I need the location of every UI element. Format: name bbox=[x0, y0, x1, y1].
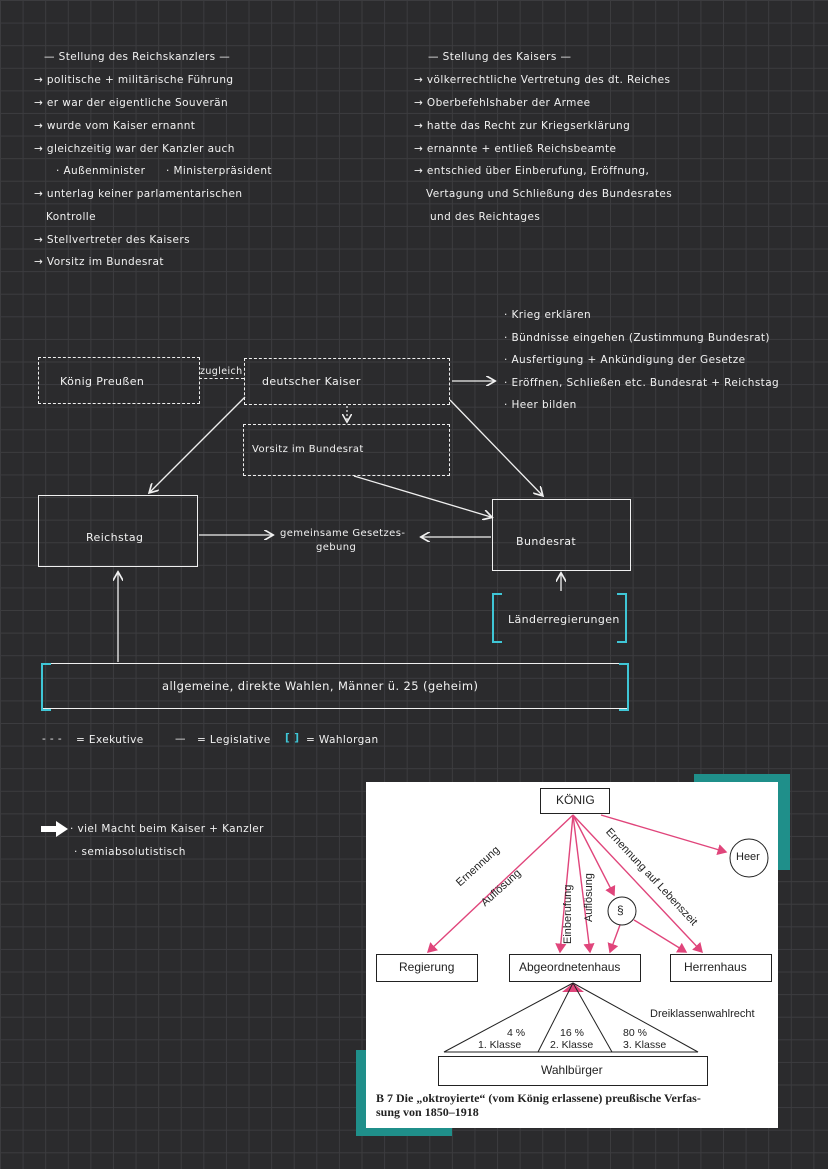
wahlbuerger-box bbox=[438, 1056, 708, 1086]
legend-solid-symbol: — bbox=[175, 733, 186, 745]
note-line: → Stellvertreter des Kaisers bbox=[34, 234, 191, 246]
arrow-kaiser-to-bundesrat bbox=[449, 399, 542, 495]
note-line: Kontrolle bbox=[46, 211, 96, 223]
koenig-preussen-label: König Preußen bbox=[60, 375, 145, 388]
bundesrat-box bbox=[492, 499, 631, 571]
arrow-koenig-abgeordnetenhaus-2 bbox=[572, 814, 595, 954]
abgeordnetenhaus-label: Abgeordnetenhaus bbox=[519, 960, 621, 974]
arrow-vorsitz-to-bundesrat bbox=[353, 475, 491, 517]
abgeordnetenhaus-box bbox=[509, 954, 641, 982]
herrenhaus-box bbox=[670, 954, 772, 982]
note-line: · Ministerpräsident bbox=[166, 165, 272, 177]
note-line: → ernannte + entließ Reichsbeamte bbox=[414, 143, 617, 155]
figure-caption-line-1: B 7 Die „oktroyierte“ (vom König erlasse… bbox=[376, 1091, 701, 1105]
paragraph-circle bbox=[607, 896, 637, 926]
paragraph-label: § bbox=[617, 903, 624, 917]
arrow-koenig-paragraph bbox=[572, 814, 616, 897]
power-item: · Krieg erklären bbox=[504, 309, 592, 321]
conclusion-line-2: · semiabsolutistisch bbox=[74, 846, 186, 858]
koenig-preussen-box bbox=[38, 357, 200, 404]
figure-arrows bbox=[426, 814, 769, 1053]
reichstag-box bbox=[38, 495, 198, 567]
dreiklassen-label: Dreiklassenwahlrecht bbox=[650, 1008, 755, 1020]
power-item: · Eröffnen, Schließen etc. Bundesrat + R… bbox=[504, 377, 780, 389]
vorsitz-label: Vorsitz im Bundesrat bbox=[252, 444, 364, 455]
arrow-paragraph-abgeordnetenhaus bbox=[607, 924, 621, 954]
note-line: · Außenminister bbox=[56, 165, 146, 177]
klasse-1-pct: 4 % bbox=[507, 1027, 526, 1039]
aufloesung-mid-label: Auflösung bbox=[583, 873, 595, 922]
legend-wahlorgan: = Wahlorgan bbox=[306, 734, 379, 746]
laenderregierungen-label: Länderregierungen bbox=[508, 613, 620, 626]
note-line: → gleichzeitig war der Kanzler auch bbox=[34, 143, 235, 155]
diagram-arrows bbox=[0, 0, 828, 662]
legend-legislative: = Legislative bbox=[197, 734, 271, 746]
arrow-koenig-regierung bbox=[426, 814, 574, 953]
note-line: → politische + militärische Führung bbox=[34, 74, 234, 86]
bold-arrow-icon bbox=[41, 821, 68, 837]
note-line: → Oberbefehlshaber der Armee bbox=[414, 97, 591, 109]
koenig-label: KÖNIG bbox=[556, 793, 595, 807]
arrow-paragraph-herrenhaus bbox=[633, 919, 688, 953]
zugleich-label: zugleich bbox=[200, 366, 243, 377]
note-line: → unterlag keiner parlamentarischen bbox=[34, 188, 243, 200]
note-line: und des Reichtages bbox=[430, 211, 541, 223]
note-line: → hatte das Recht zur Kriegserklärung bbox=[414, 120, 631, 132]
note-line: → entschied über Einberufung, Eröffnung, bbox=[414, 165, 650, 177]
legend-dash-symbol: - - - bbox=[42, 733, 63, 745]
note-line: Vertagung und Schließung des Bundesrates bbox=[426, 188, 673, 200]
deutscher-kaiser-label: deutscher Kaiser bbox=[262, 375, 361, 388]
klasse-3-label: 3. Klasse bbox=[623, 1039, 667, 1051]
wahlen-label: allgemeine, direkte Wahlen, Männer ü. 25… bbox=[162, 679, 479, 693]
power-item: · Ausfertigung + Ankündigung der Gesetze bbox=[504, 354, 746, 366]
power-item: · Heer bilden bbox=[504, 399, 577, 411]
legend-exekutive: = Exekutive bbox=[76, 734, 144, 746]
zugleich-connector bbox=[199, 378, 244, 379]
regierung-label: Regierung bbox=[399, 960, 455, 974]
einberufung-label: Einberufung bbox=[562, 884, 574, 944]
heer-label: Heer bbox=[736, 851, 760, 863]
gesetzgebung-label-2: gebung bbox=[316, 542, 357, 553]
power-item: · Bündnisse eingehen (Zustimmung Bundesr… bbox=[504, 332, 770, 344]
klasse-1-label: 1. Klasse bbox=[478, 1039, 522, 1051]
regierung-box bbox=[376, 954, 478, 982]
legend-bracket-symbol: [ ] bbox=[285, 732, 300, 744]
arrow-koenig-heer bbox=[600, 814, 728, 855]
note-line: → er war der eigentliche Souverän bbox=[34, 97, 229, 109]
kaiser-heading: — Stellung des Kaisers — bbox=[428, 51, 572, 63]
vorsitz-box bbox=[243, 424, 450, 476]
gesetzgebung-label-1: gemeinsame Gesetzes- bbox=[280, 528, 406, 539]
textbook-figure: KÖNIG Heer § Ernennung Auflösung Einberu… bbox=[366, 782, 778, 1128]
klasse-3-pct: 80 % bbox=[623, 1027, 647, 1039]
arrow-koenig-abgeordnetenhaus-1 bbox=[555, 814, 574, 954]
reichstag-label: Reichstag bbox=[86, 531, 144, 544]
koenig-box bbox=[540, 788, 610, 814]
election-triangle-tip bbox=[562, 983, 584, 992]
arrow-koenig-herrenhaus bbox=[572, 814, 703, 954]
figure-caption-line-2: sung von 1850–1918 bbox=[376, 1105, 479, 1119]
deutscher-kaiser-box bbox=[244, 358, 450, 405]
reichskanzler-heading: — Stellung des Reichskanzlers — bbox=[44, 51, 231, 63]
election-triangle bbox=[443, 982, 699, 1053]
arrow-kaiser-to-reichstag bbox=[150, 396, 246, 492]
note-line: → völkerrechtliche Vertretung des dt. Re… bbox=[414, 74, 671, 86]
note-line: → Vorsitz im Bundesrat bbox=[34, 256, 164, 268]
klasse-2-pct: 16 % bbox=[560, 1027, 584, 1039]
klasse-2-label: 2. Klasse bbox=[550, 1039, 594, 1051]
heer-circle bbox=[729, 838, 769, 878]
conclusion-line-1: · viel Macht beim Kaiser + Kanzler bbox=[70, 823, 264, 835]
herrenhaus-label: Herrenhaus bbox=[684, 960, 747, 974]
note-line: → wurde vom Kaiser ernannt bbox=[34, 120, 196, 132]
bundesrat-label: Bundesrat bbox=[516, 535, 577, 548]
wahlbuerger-label: Wahlbürger bbox=[541, 1063, 603, 1077]
